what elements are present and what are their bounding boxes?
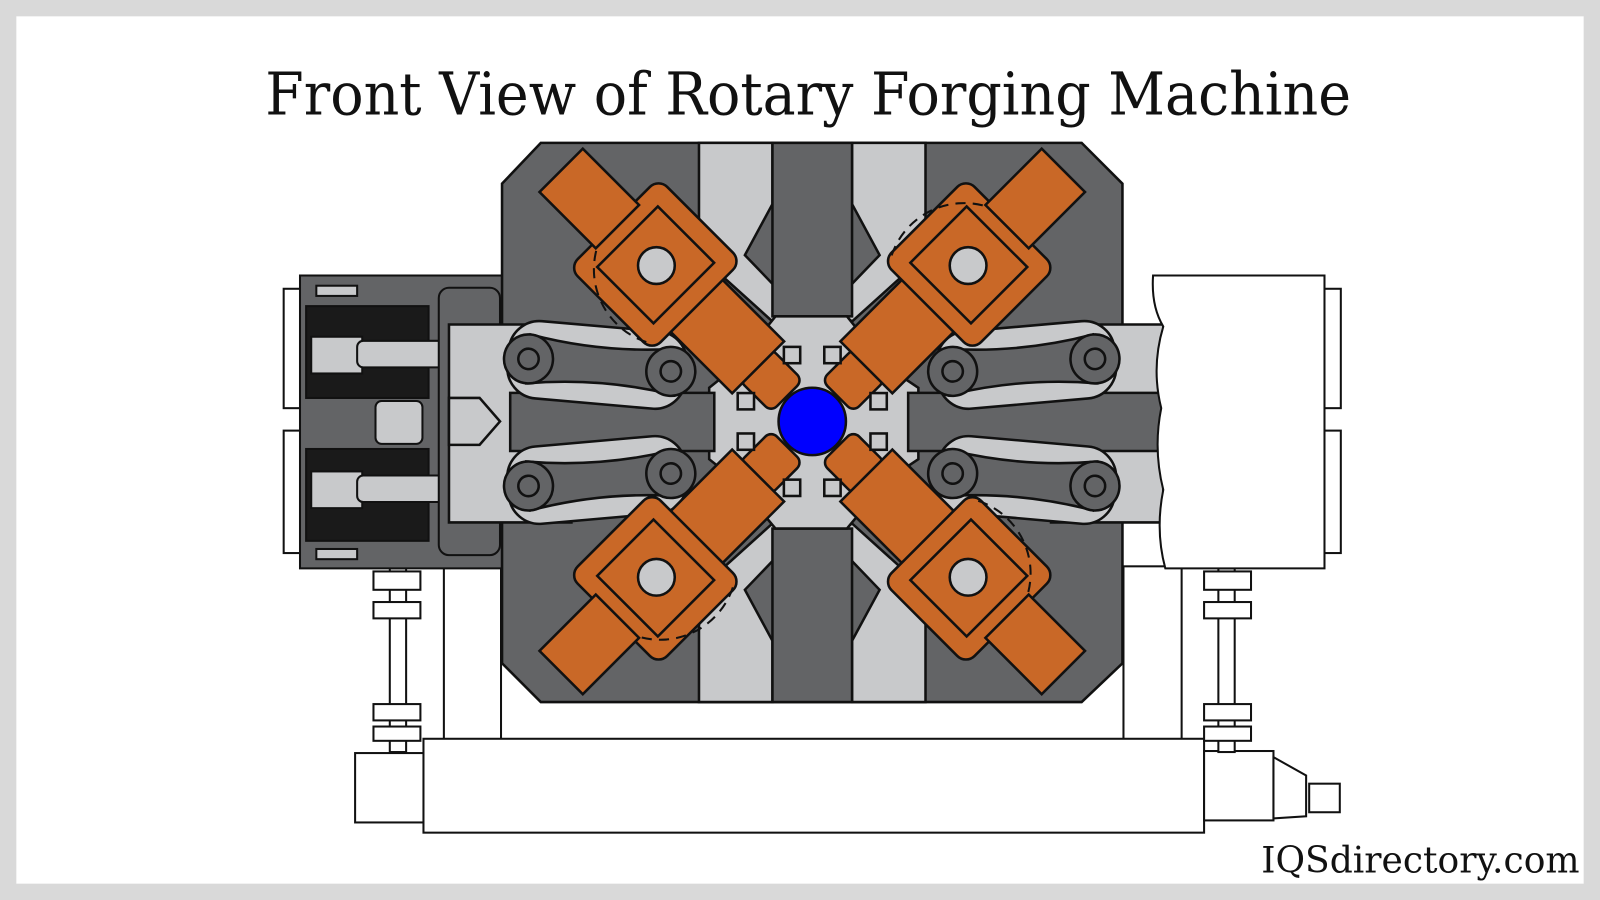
- workpiece: [777, 386, 848, 457]
- diagram-title: Front View of Rotary Forging Machine: [265, 59, 1351, 128]
- brand-logo: IQSdirectory.com: [1261, 838, 1579, 881]
- right-cover: [1151, 274, 1326, 570]
- machine-base: [282, 287, 1342, 834]
